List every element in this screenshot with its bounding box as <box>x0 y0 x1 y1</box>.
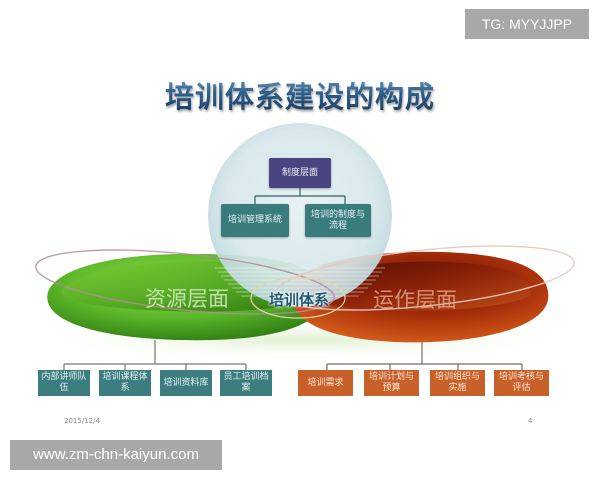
resource-child-box: 内部讲师队伍 <box>38 370 90 396</box>
institution-layer-sphere <box>208 123 392 307</box>
slide-page-number: 4 <box>528 417 533 425</box>
resource-child-box: 员工培训档案 <box>220 370 272 396</box>
resource-child-box: 培训课程体系 <box>99 370 151 396</box>
institution-layer-root-box: 制度层面 <box>269 158 331 188</box>
resource-layer-label: 资源层面 <box>145 287 229 311</box>
slide-date: 2015/12/4 <box>64 417 100 425</box>
institution-child-box: 培训管理系统 <box>221 204 289 237</box>
operation-child-box: 培训考核与评估 <box>494 370 549 396</box>
operation-child-box: 培训需求 <box>298 370 353 396</box>
operation-child-box: 培训组织与实施 <box>430 370 485 396</box>
operation-layer-label: 运作层面 <box>373 288 457 312</box>
operation-child-box: 培训计划与预算 <box>364 370 419 396</box>
watermark-bottom-left: www.zm-chn-kaiyun.com <box>10 440 222 470</box>
resource-child-box: 培训资料库 <box>160 370 212 396</box>
slide-title: 培训体系建设的构成 <box>0 74 600 116</box>
watermark-top-right: TG: MYYJJPP <box>465 9 589 39</box>
center-label: 培训体系 <box>269 291 330 309</box>
institution-child-box: 培训的制度与流程 <box>305 204 371 237</box>
